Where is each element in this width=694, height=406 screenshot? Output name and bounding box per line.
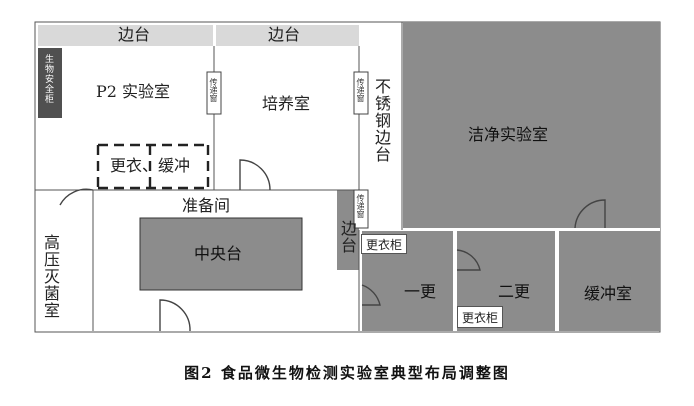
door-prep-top	[239, 159, 271, 191]
clean-lab-area	[403, 22, 660, 230]
label-change-1: 一更	[404, 282, 437, 301]
pass-window-1-box	[206, 71, 222, 115]
change-area	[362, 230, 660, 331]
label-buffer-room: 缓冲室	[584, 284, 633, 303]
label-pass-window-1: 传递窗	[209, 78, 218, 102]
bio-cabinet-block	[38, 48, 62, 118]
bench-top-left	[38, 25, 213, 46]
wall-change-1-2	[453, 230, 457, 331]
pass-window-3-box	[353, 189, 369, 229]
figure-caption: 图2 食品微生物检测实验室典型布局调整图	[184, 364, 510, 382]
pass-window-2-box	[353, 71, 369, 115]
label-pass-window-2: 传递窗	[356, 78, 365, 102]
central-bench-block	[139, 217, 303, 291]
label-bench-top-left: 边台	[118, 25, 151, 44]
door-change-1	[361, 284, 381, 306]
label-central-bench: 中央台	[194, 244, 243, 263]
label-stainless-bench: 不锈钢边台	[372, 78, 391, 163]
door-change-2	[456, 249, 481, 271]
door-prep-bottom	[159, 299, 191, 332]
label-autoclave-room: 高压灭菌室	[41, 234, 60, 319]
wall-change-2-buffer	[555, 230, 559, 331]
label-change-2: 二更	[498, 282, 531, 301]
label-bio-cabinet: 生物安全柜	[43, 54, 53, 104]
label-clean-lab: 洁净实验室	[468, 125, 549, 144]
label-pass-window-3: 传递窗	[356, 194, 365, 218]
label-locker-1: 更衣柜	[361, 234, 407, 254]
label-side-bench: 边台	[338, 220, 357, 254]
label-change-buffer: 更衣、缓冲	[110, 156, 191, 175]
door-autoclave	[59, 188, 94, 206]
door-buffer	[574, 199, 606, 229]
label-locker-2: 更衣柜	[457, 306, 503, 328]
label-culture-room: 培养室	[262, 94, 311, 113]
label-prep-room: 准备间	[182, 196, 231, 215]
label-p2-lab: P2 实验室	[96, 82, 171, 101]
wall-change-top	[362, 228, 660, 231]
bench-top-right	[216, 25, 359, 46]
label-bench-top-right: 边台	[268, 25, 301, 44]
